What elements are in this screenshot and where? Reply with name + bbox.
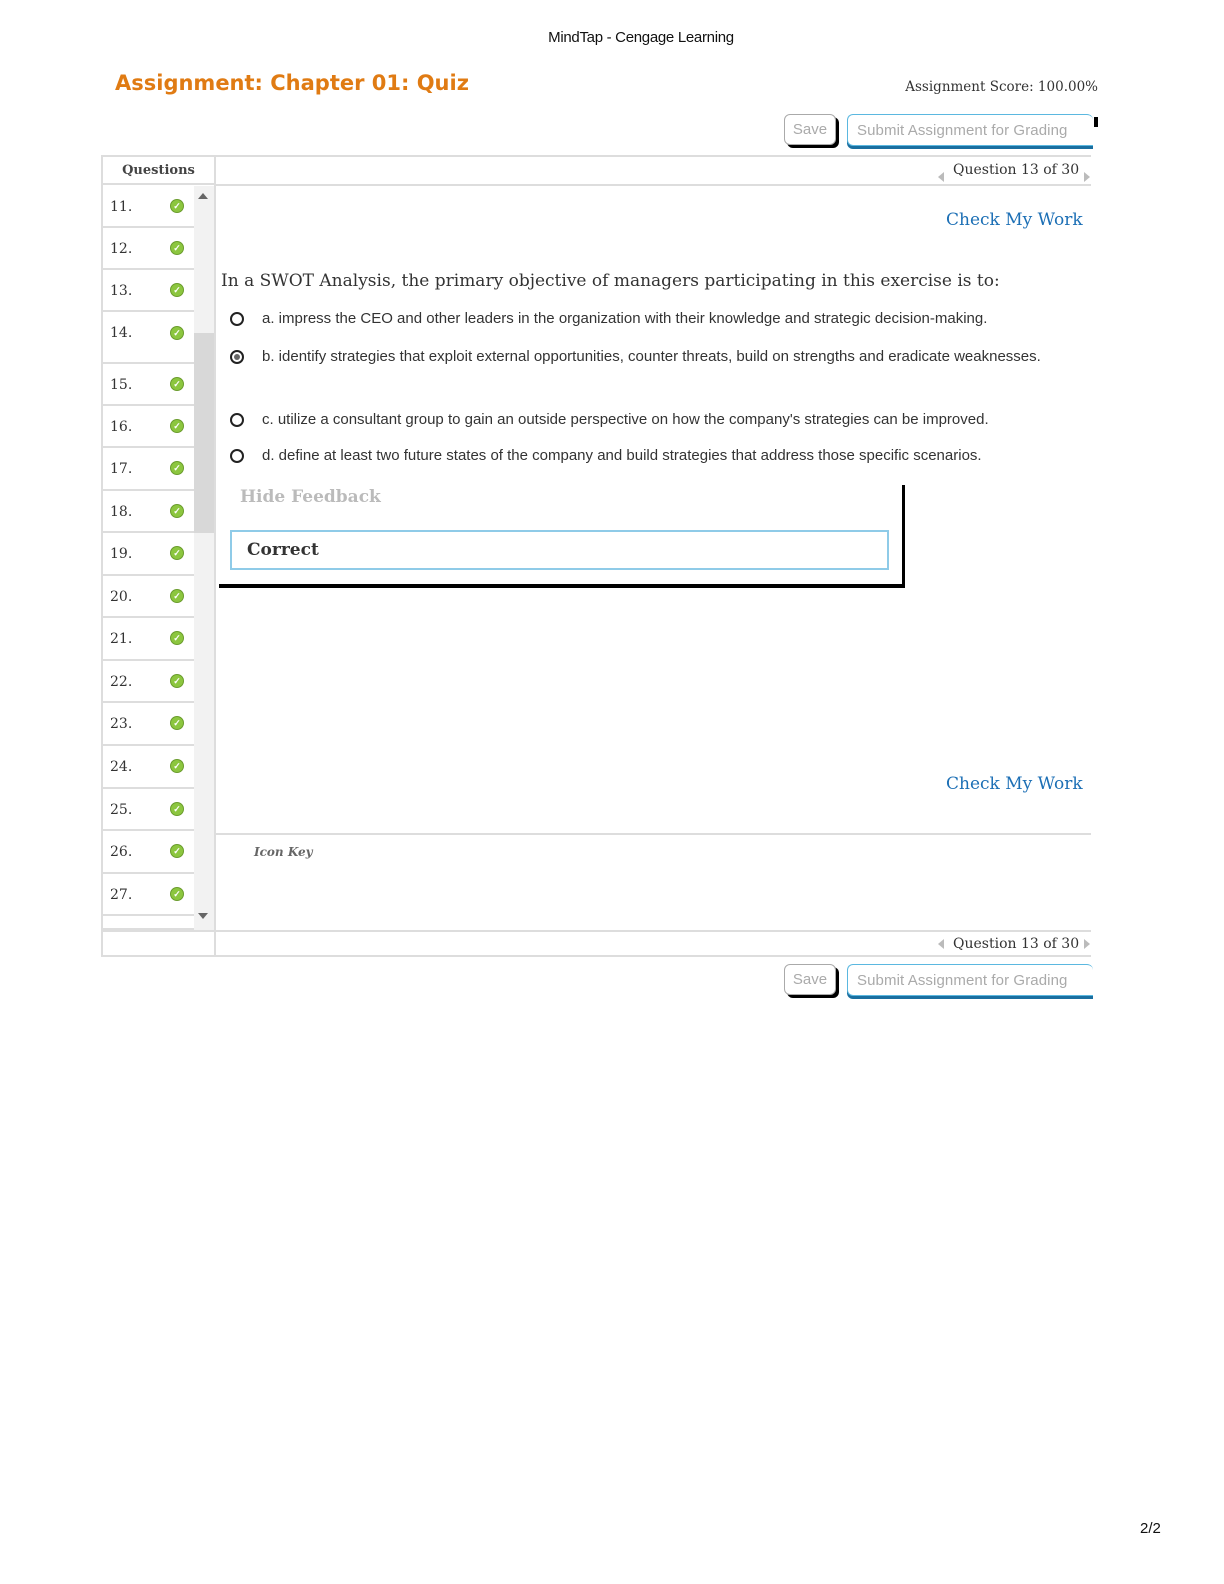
question-list-item-partial <box>103 916 194 930</box>
question-list-item[interactable]: 12. ✓ <box>103 228 194 270</box>
check-circle-icon: ✓ <box>170 844 184 858</box>
answer-option-b[interactable]: b. identify strategies that exploit exte… <box>230 344 1080 396</box>
check-circle-icon: ✓ <box>170 419 184 433</box>
question-list-item[interactable]: 27. ✓ <box>103 874 194 916</box>
icon-key-divider <box>216 833 1091 835</box>
answer-option-d[interactable]: d. define at least two future states of … <box>230 443 1080 469</box>
check-circle-icon: ✓ <box>170 326 184 340</box>
question-number: 21. <box>110 631 133 647</box>
check-circle-icon: ✓ <box>170 546 184 560</box>
question-number: 20. <box>110 589 133 605</box>
feedback-panel <box>219 485 905 588</box>
question-number: 15. <box>110 377 133 393</box>
question-number: 17. <box>110 461 133 477</box>
hide-feedback-button[interactable]: Hide Feedback <box>240 487 381 507</box>
question-text: In a SWOT Analysis, the primary objectiv… <box>221 271 1000 291</box>
question-number: 18. <box>110 504 133 520</box>
question-list-item[interactable]: 22. ✓ <box>103 661 194 703</box>
icon-key-label[interactable]: Icon Key <box>254 845 313 859</box>
option-b-label: b. identify strategies that exploit exte… <box>262 348 1041 365</box>
question-number: 19. <box>110 546 133 562</box>
assignment-frame <box>101 155 1091 957</box>
radio-option-c[interactable] <box>230 413 244 427</box>
submit-assignment-button[interactable]: Submit Assignment for Grading <box>847 114 1093 146</box>
check-circle-icon: ✓ <box>170 674 184 688</box>
scroll-up-icon[interactable] <box>198 193 208 199</box>
save-button-bottom[interactable]: Save <box>784 964 836 995</box>
submit-button-shadow <box>1094 117 1098 127</box>
print-header: MindTap - Cengage Learning <box>548 29 734 46</box>
check-circle-icon: ✓ <box>170 504 184 518</box>
scrollbar-thumb[interactable] <box>194 333 214 533</box>
question-list-item[interactable]: 20. ✓ <box>103 576 194 618</box>
question-list-item[interactable]: 18. ✓ <box>103 491 194 533</box>
nav-divider-top <box>216 184 1091 186</box>
nav-divider-bottom <box>103 930 1091 932</box>
question-list-item[interactable]: 23. ✓ <box>103 703 194 746</box>
question-list-item[interactable]: 17. ✓ <box>103 448 194 491</box>
check-circle-icon: ✓ <box>170 283 184 297</box>
question-list-item[interactable]: 25. ✓ <box>103 789 194 831</box>
page-number: 2/2 <box>1140 1520 1161 1537</box>
assignment-score: Assignment Score: 100.00% <box>905 79 1098 95</box>
check-circle-icon: ✓ <box>170 589 184 603</box>
check-circle-icon: ✓ <box>170 461 184 475</box>
question-number: 11. <box>110 199 133 215</box>
prev-question-icon[interactable] <box>938 172 944 182</box>
question-list-item[interactable]: 26. ✓ <box>103 831 194 874</box>
feedback-result: Correct <box>230 530 889 570</box>
check-circle-icon: ✓ <box>170 759 184 773</box>
question-number: 12. <box>110 241 133 257</box>
radio-option-a[interactable] <box>230 312 244 326</box>
question-number: 16. <box>110 419 133 435</box>
question-list-item[interactable]: 13. ✓ <box>103 270 194 312</box>
option-c-label: c. utilize a consultant group to gain an… <box>262 411 989 428</box>
radio-option-b[interactable] <box>230 350 244 364</box>
prev-question-icon-bottom[interactable] <box>938 939 944 949</box>
answer-option-a[interactable]: a. impress the CEO and other leaders in … <box>230 306 1080 332</box>
question-list-item[interactable]: 11. ✓ <box>103 186 194 228</box>
question-list-item[interactable]: 24. ✓ <box>103 746 194 789</box>
radio-option-d[interactable] <box>230 449 244 463</box>
question-number: 23. <box>110 716 133 732</box>
question-list-item[interactable]: 16. ✓ <box>103 406 194 448</box>
next-question-icon-bottom[interactable] <box>1084 939 1090 949</box>
submit-assignment-button-bottom[interactable]: Submit Assignment for Grading <box>847 964 1093 996</box>
question-number: 14. <box>110 325 133 341</box>
question-position-bottom: Question 13 of 30 <box>953 936 1080 952</box>
assignment-title: Assignment: Chapter 01: Quiz <box>115 71 469 95</box>
question-number: 25. <box>110 802 133 818</box>
check-circle-icon: ✓ <box>170 802 184 816</box>
check-circle-icon: ✓ <box>170 241 184 255</box>
check-circle-icon: ✓ <box>170 631 184 645</box>
check-circle-icon: ✓ <box>170 716 184 730</box>
check-circle-icon: ✓ <box>170 199 184 213</box>
question-list-scrollbar[interactable] <box>194 186 214 930</box>
questions-sidebar <box>101 155 216 957</box>
question-list-item[interactable]: 15. ✓ <box>103 364 194 406</box>
question-number: 22. <box>110 674 133 690</box>
question-number: 13. <box>110 283 133 299</box>
questions-header: Questions <box>103 157 214 185</box>
question-list-item[interactable]: 14. ✓ <box>103 312 194 364</box>
question-number: 27. <box>110 887 133 903</box>
check-circle-icon: ✓ <box>170 887 184 901</box>
option-a-label: a. impress the CEO and other leaders in … <box>262 310 988 327</box>
check-my-work-link-top[interactable]: Check My Work <box>946 210 1083 230</box>
check-my-work-link-bottom[interactable]: Check My Work <box>946 774 1083 794</box>
question-list-item[interactable]: 19. ✓ <box>103 533 194 576</box>
option-d-label: d. define at least two future states of … <box>262 447 982 464</box>
question-position-top: Question 13 of 30 <box>953 162 1080 178</box>
save-button[interactable]: Save <box>784 114 836 145</box>
question-number: 24. <box>110 759 133 775</box>
next-question-icon[interactable] <box>1084 172 1090 182</box>
question-number: 26. <box>110 844 133 860</box>
check-circle-icon: ✓ <box>170 377 184 391</box>
answer-option-c[interactable]: c. utilize a consultant group to gain an… <box>230 407 1080 433</box>
question-list-item[interactable]: 21. ✓ <box>103 618 194 661</box>
scroll-down-icon[interactable] <box>198 913 208 919</box>
